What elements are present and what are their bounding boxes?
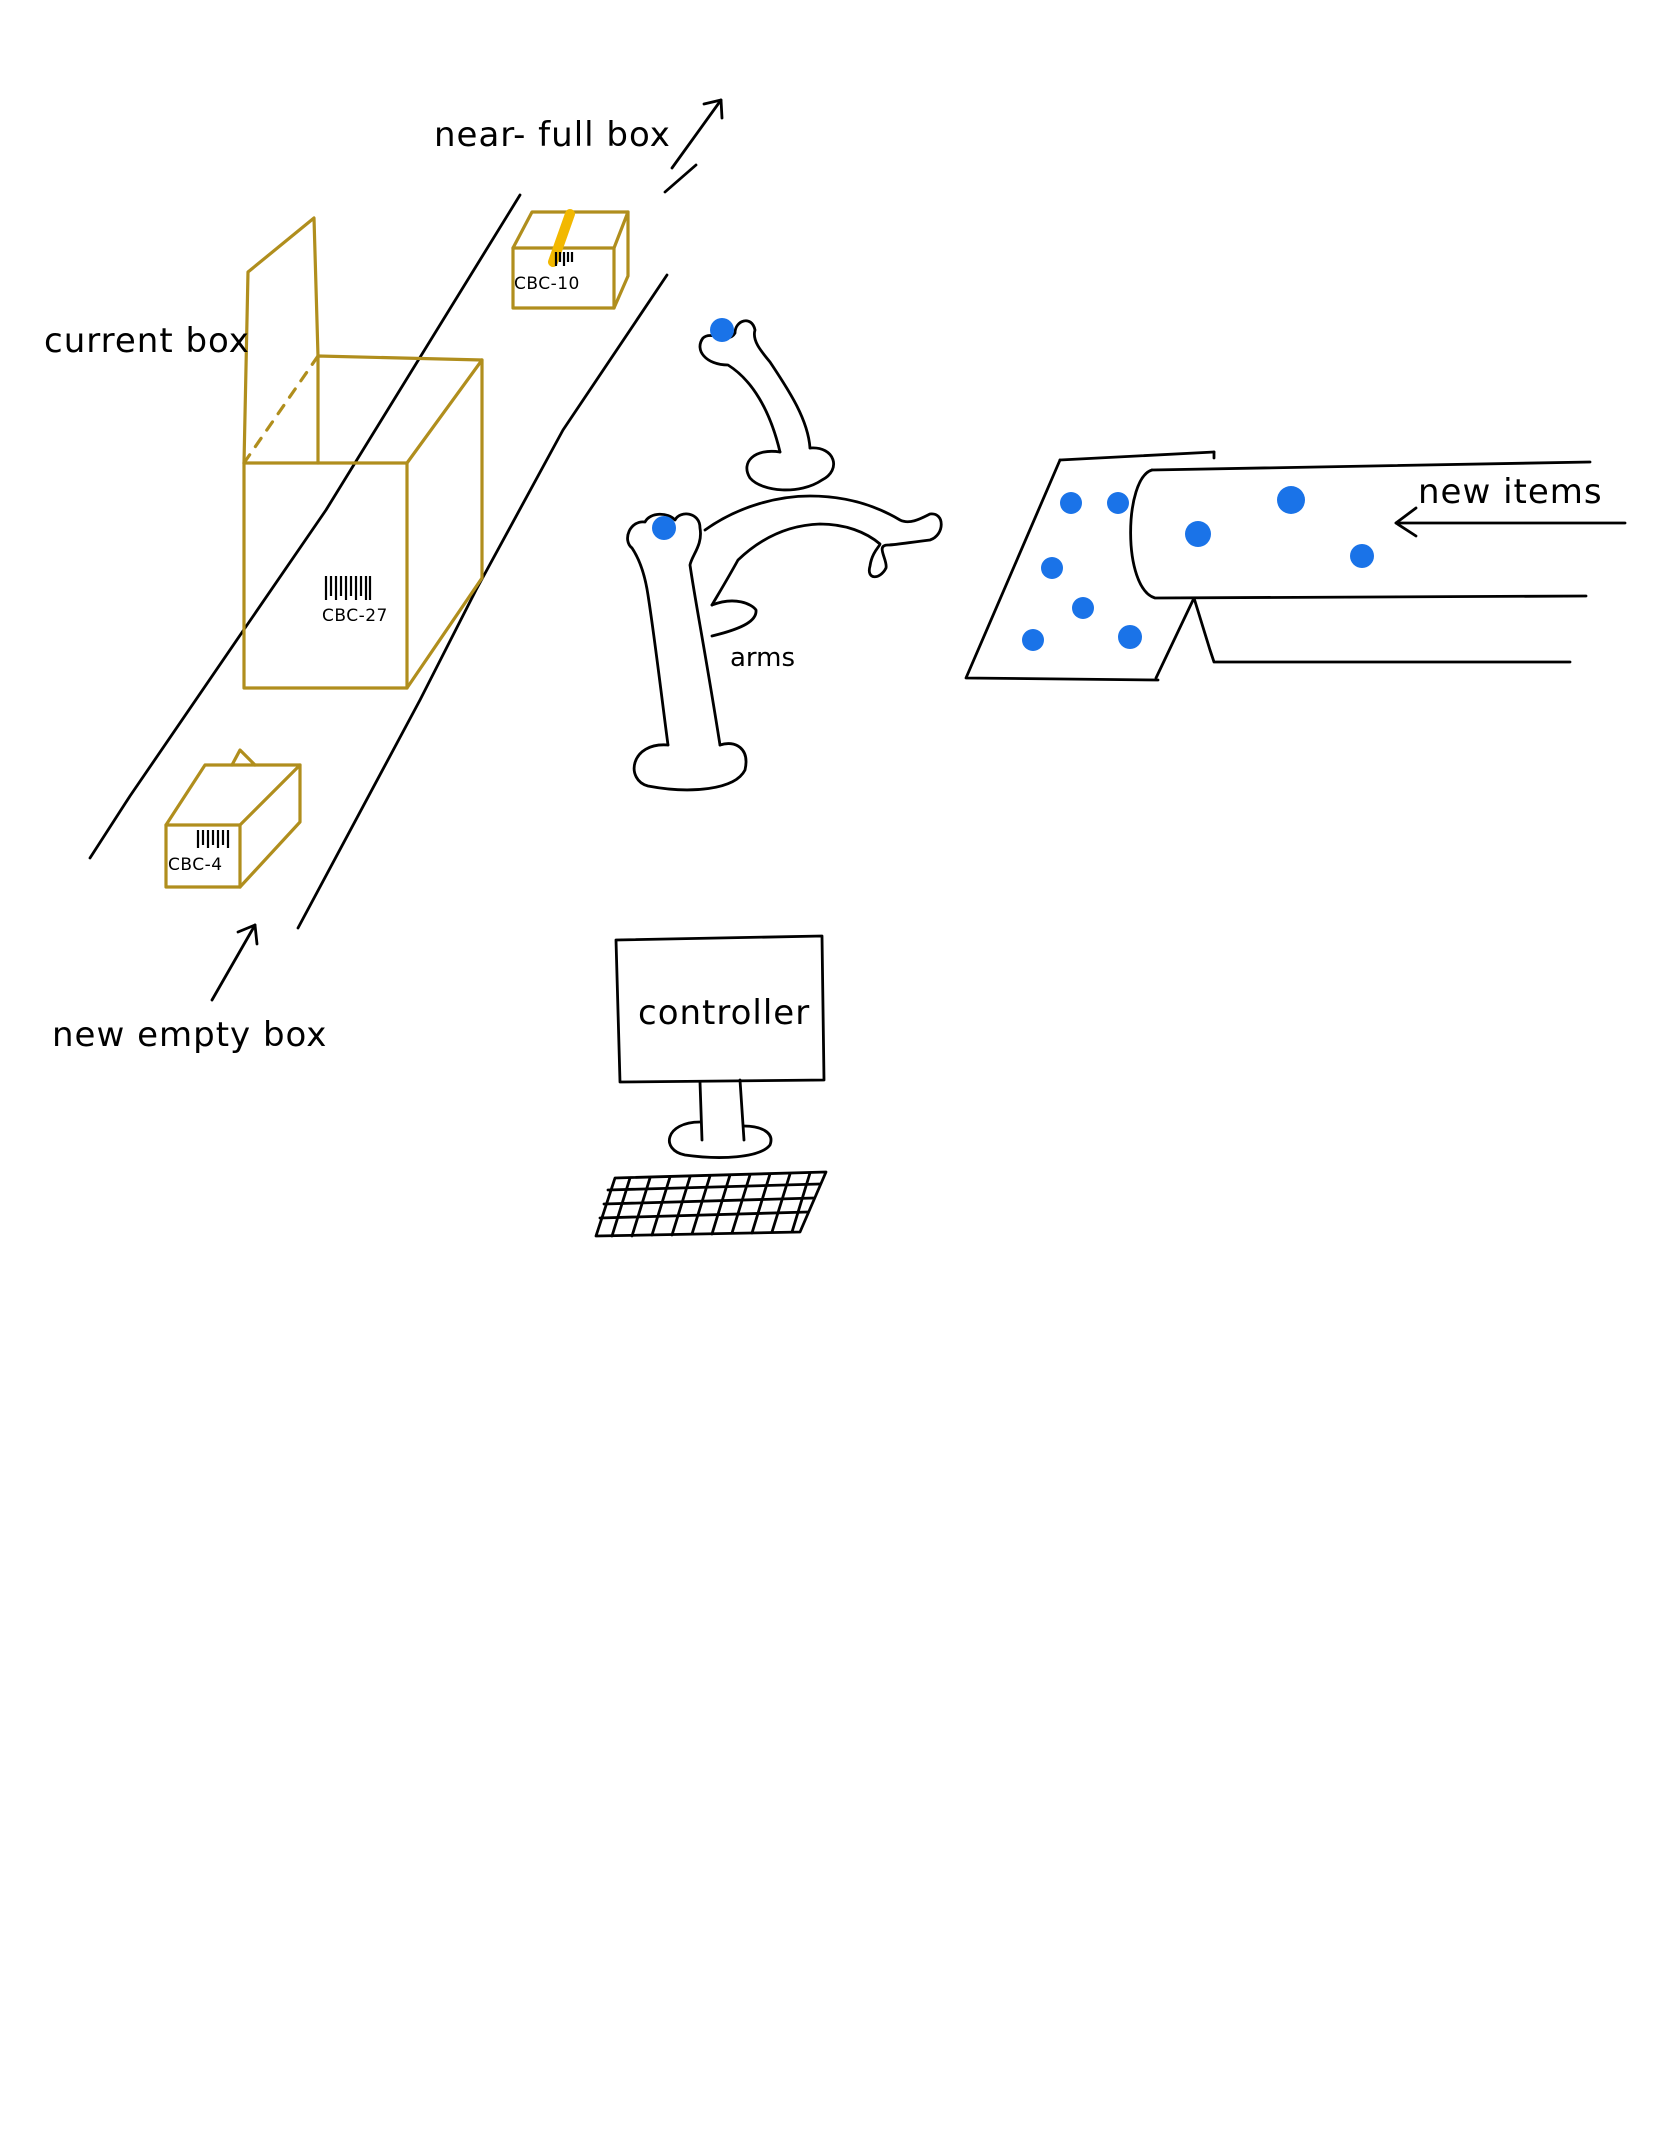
box-code-new-empty: CBC-4 <box>168 855 223 875</box>
box-code-near-full: CBC-10 <box>514 274 580 294</box>
item-held-lower <box>652 516 676 540</box>
keyboard-icon <box>594 1170 828 1238</box>
item-dot <box>1060 492 1082 514</box>
item-dot <box>1022 629 1044 651</box>
arrow-up-right-icon <box>210 923 259 1002</box>
robot-arm-lower <box>626 494 943 792</box>
item-dot <box>1041 557 1063 579</box>
arrow-up-right-icon <box>670 98 724 170</box>
label-new-empty-box: new empty box <box>52 1015 327 1055</box>
item-dot <box>1350 544 1374 568</box>
label-near-full-box: near- full box <box>434 115 671 155</box>
current-box: CBC-27 <box>242 216 484 690</box>
item-dot <box>1277 486 1305 514</box>
barcode-icon <box>324 576 372 600</box>
item-dot <box>1118 625 1142 649</box>
item-dot <box>1072 597 1094 619</box>
item-conveyor <box>964 450 1592 682</box>
item-dot <box>1185 521 1211 547</box>
label-new-items: new items <box>1418 472 1603 512</box>
arrow-left-icon <box>1394 506 1627 538</box>
barcode-icon <box>196 830 230 848</box>
box-conveyor <box>88 163 698 930</box>
label-controller: controller <box>638 993 810 1033</box>
item-held-upper <box>710 318 734 342</box>
controller-computer: controller <box>614 934 826 1159</box>
barcode-icon <box>554 252 574 266</box>
near-full-box: CBC-10 <box>511 209 630 310</box>
box-code-current: CBC-27 <box>322 606 388 626</box>
robot-arm-upper <box>698 318 835 492</box>
label-current-box: current box <box>44 321 250 361</box>
item-dot <box>1107 492 1129 514</box>
label-arms: arms <box>730 643 795 673</box>
new-empty-box: CBC-4 <box>164 748 302 889</box>
